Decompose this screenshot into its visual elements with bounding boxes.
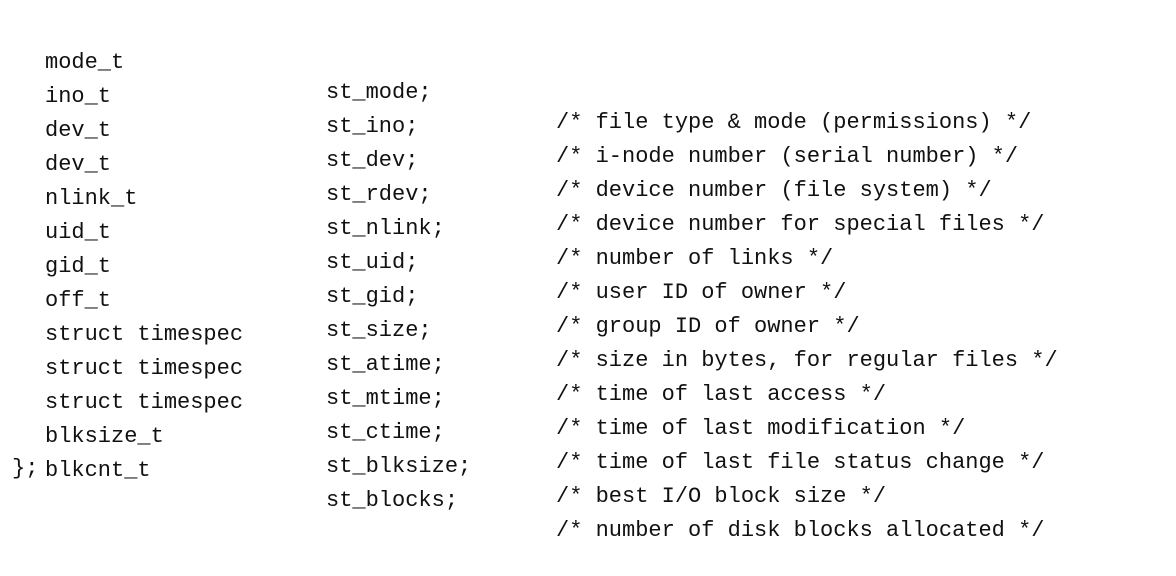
field-type: uid_t xyxy=(45,220,112,245)
field-type: dev_t xyxy=(45,152,112,177)
struct-field-line: struct timespec st_ctime; /* time of las… xyxy=(0,358,1176,475)
field-name: st_blocks; xyxy=(326,488,459,513)
field-type: blkcnt_t xyxy=(45,458,151,483)
struct-field-line: struct timespec st_mtime; /* time of las… xyxy=(0,324,1176,441)
struct-field-line: nlink_t st_nlink; /* number of links */ xyxy=(0,154,1176,271)
field-name: st_blksize; xyxy=(326,454,472,479)
struct-field-line: uid_t st_uid; /* user ID of owner */ xyxy=(0,188,1176,305)
struct-field-line: struct timespec st_atime; /* time of las… xyxy=(0,290,1176,407)
field-type: off_t xyxy=(45,288,112,313)
field-type: dev_t xyxy=(45,118,112,143)
field-comment: /* number of links */ xyxy=(556,246,834,271)
struct-field-line: blksize_t st_blksize; /* best I/O block … xyxy=(0,392,1176,509)
field-type: struct timespec xyxy=(45,322,244,347)
field-type: struct timespec xyxy=(45,390,244,415)
field-name: st_gid; xyxy=(326,284,419,309)
field-name: st_rdev; xyxy=(326,182,432,207)
field-comment: /* i-node number (serial number) */ xyxy=(556,144,1019,169)
struct-field-line: gid_t st_gid; /* group ID of owner */ xyxy=(0,222,1176,339)
field-name: st_size; xyxy=(326,318,432,343)
field-name: st_nlink; xyxy=(326,216,445,241)
field-comment: /* best I/O block size */ xyxy=(556,484,887,509)
field-name: st_ino; xyxy=(326,114,419,139)
field-name: st_atime; xyxy=(326,352,445,377)
field-type: mode_t xyxy=(45,50,125,75)
field-type: blksize_t xyxy=(45,424,164,449)
struct-field-line: dev_t st_rdev; /* device number for spec… xyxy=(0,120,1176,237)
field-comment: /* device number for special files */ xyxy=(556,212,1045,237)
field-comment: /* time of last access */ xyxy=(556,382,887,407)
code-listing: mode_t st_mode; /* file type & mode (per… xyxy=(0,18,1176,543)
field-comment: /* file type & mode (permissions) */ xyxy=(556,110,1032,135)
field-comment: /* time of last modification */ xyxy=(556,416,966,441)
struct-field-line: dev_t st_dev; /* device number (file sys… xyxy=(0,86,1176,203)
field-type: nlink_t xyxy=(45,186,138,211)
field-name: st_ctime; xyxy=(326,420,445,445)
field-type: gid_t xyxy=(45,254,112,279)
field-comment: /* group ID of owner */ xyxy=(556,314,860,339)
struct-field-line: blkcnt_t st_blocks; /* number of disk bl… xyxy=(0,426,1176,543)
field-comment: /* device number (file system) */ xyxy=(556,178,992,203)
field-comment: /* size in bytes, for regular files */ xyxy=(556,348,1058,373)
field-type: struct timespec xyxy=(45,356,244,381)
field-name: st_mtime; xyxy=(326,386,445,411)
struct-field-line: ino_t st_ino; /* i-node number (serial n… xyxy=(0,52,1176,169)
struct-field-line: mode_t st_mode; /* file type & mode (per… xyxy=(0,18,1176,135)
field-comment: /* user ID of owner */ xyxy=(556,280,847,305)
field-name: st_dev; xyxy=(326,148,419,173)
field-name: st_uid; xyxy=(326,250,419,275)
closing-brace: }; xyxy=(12,456,39,481)
struct-field-line: off_t st_size; /* size in bytes, for reg… xyxy=(0,256,1176,373)
field-comment: /* time of last file status change */ xyxy=(556,450,1045,475)
field-name: st_mode; xyxy=(326,80,432,105)
field-comment: /* number of disk blocks allocated */ xyxy=(556,518,1045,543)
field-type: ino_t xyxy=(45,84,112,109)
